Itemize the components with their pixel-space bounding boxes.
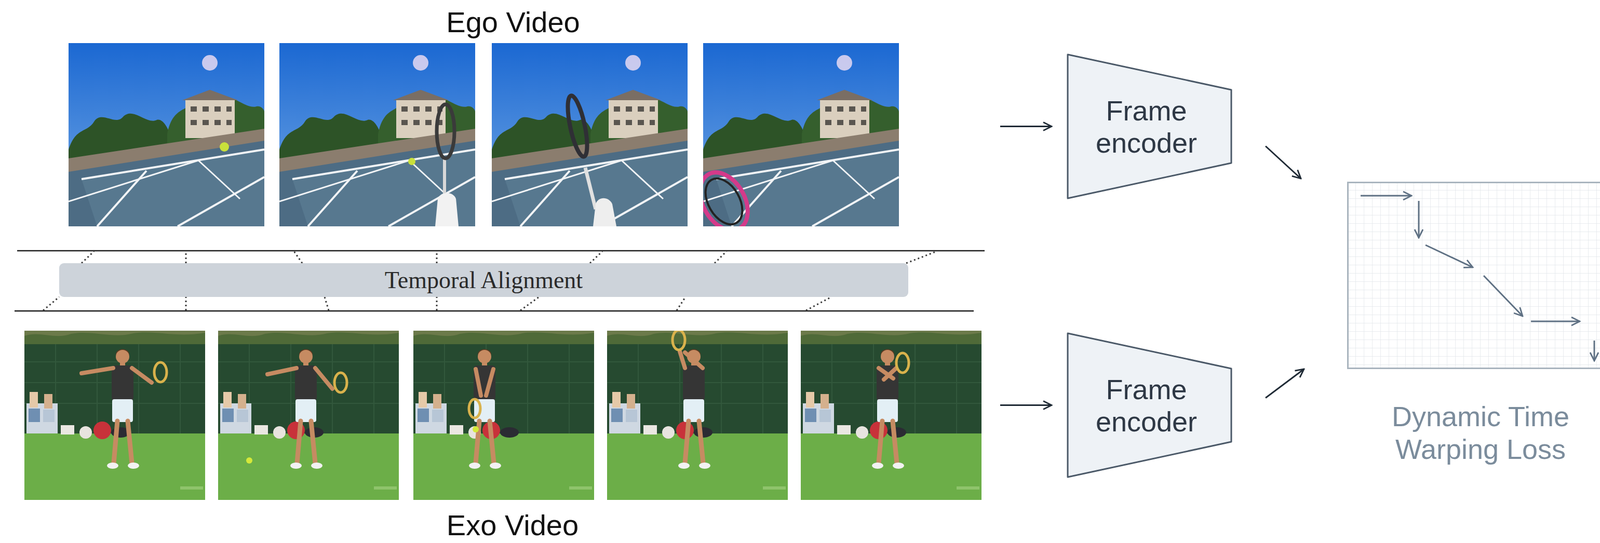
video-strip: Ego Video bbox=[59, 5, 1001, 229]
video-frames-illustration-part-part bbox=[468, 399, 481, 419]
video-frames-illustration-part-part bbox=[279, 43, 476, 227]
video-title: Exo Video bbox=[19, 508, 1006, 543]
video-frames-illustration-part bbox=[800, 330, 982, 501]
video-frames-illustration-part-part bbox=[906, 251, 937, 264]
video-frames-illustration-part-part bbox=[703, 171, 750, 227]
dtw-grid-box: Dynamic Time Warping Loss bbox=[1347, 181, 1600, 370]
video-frames-illustration-part-part bbox=[703, 43, 899, 227]
video-frames-illustration-part-part bbox=[218, 330, 399, 501]
dtw-grid-part bbox=[1425, 245, 1473, 268]
video-frames-illustration-part bbox=[24, 330, 206, 501]
video-frames-illustration-part-part bbox=[68, 43, 265, 227]
dtw-grid-part bbox=[1347, 181, 1600, 370]
video-frames-illustration-part-part bbox=[800, 330, 982, 501]
video-frames-illustration-part bbox=[43, 251, 937, 311]
video-frames-illustration-part-part bbox=[24, 330, 206, 501]
video-frames-illustration-part-part bbox=[883, 368, 897, 380]
loss-label: Dynamic Time Warping Loss bbox=[1371, 400, 1590, 466]
video-frames-illustration-part-part bbox=[413, 330, 595, 501]
video-frames-illustration-part-part bbox=[607, 330, 788, 501]
video-frames-illustration-part-part bbox=[593, 198, 617, 227]
video-frames-illustration-part-part bbox=[185, 251, 187, 264]
video-frames-illustration-part bbox=[17, 250, 985, 252]
video-frames-illustration-part-part bbox=[678, 349, 711, 470]
video-frames-illustration-part bbox=[218, 330, 399, 501]
dtw-grid-part bbox=[1348, 182, 1600, 369]
video-frames-illustration-part bbox=[14, 310, 974, 313]
video-frames-illustration-part-part bbox=[468, 349, 502, 470]
alignment-band: Temporal Alignment bbox=[59, 263, 909, 298]
video-frames-illustration-part-part bbox=[436, 251, 438, 264]
video-frames-illustration-part-part bbox=[805, 297, 832, 311]
video-frames-illustration-part-part bbox=[267, 368, 297, 375]
video-frames-illustration-part-part bbox=[672, 330, 685, 351]
video-frames-illustration-part-part bbox=[436, 297, 438, 311]
encoder-trapezoid: Frame encoder bbox=[1066, 331, 1233, 479]
video-frames-illustration-part-part bbox=[43, 297, 60, 311]
video-frames-illustration-part-part bbox=[81, 368, 114, 374]
video-frames-illustration-part-part bbox=[896, 353, 909, 373]
video-frames-illustration-part-part bbox=[676, 297, 686, 311]
video-frames-illustration-part-part bbox=[703, 164, 758, 227]
video-strip: Exo Video bbox=[14, 324, 1001, 543]
video-frames-illustration-part bbox=[491, 43, 688, 227]
video-frames-illustration-part-part bbox=[486, 369, 494, 396]
video-frames-illustration-part-part bbox=[442, 157, 447, 199]
video-frames-illustration-part-part bbox=[491, 43, 688, 227]
trapezoid-shape bbox=[1067, 333, 1232, 478]
flow-arrow bbox=[1265, 146, 1301, 180]
trapezoid-shape bbox=[1067, 54, 1232, 199]
video-frames-illustration-part-part bbox=[131, 368, 152, 383]
video-frames-illustration-part bbox=[413, 330, 595, 501]
dtw-grid-part bbox=[1360, 195, 1412, 197]
video-frames-illustration-part-part bbox=[585, 167, 596, 210]
dtw-grid-part bbox=[1418, 200, 1420, 238]
video-frames-illustration-part-part bbox=[589, 251, 603, 264]
video-frames-illustration-part-part bbox=[219, 142, 230, 152]
video-frames-illustration-part-part bbox=[435, 193, 459, 227]
video-frames-illustration-part bbox=[703, 43, 899, 227]
video-frames-illustration-part-part bbox=[871, 349, 905, 470]
trapezoid-outline bbox=[1066, 331, 1233, 479]
video-frames-illustration-part-part bbox=[475, 369, 481, 396]
flow-arrow bbox=[1265, 369, 1304, 399]
dtw-grid-part bbox=[1530, 320, 1580, 323]
flow-arrow bbox=[1000, 125, 1052, 128]
video-frames-illustration-part-part bbox=[714, 251, 727, 264]
video-frames-illustration-part-part bbox=[472, 426, 479, 433]
video-title: Ego Video bbox=[42, 5, 984, 40]
box-label: Frame encoder bbox=[1084, 94, 1209, 159]
video-frames-illustration-part bbox=[607, 330, 788, 501]
dtw-grid-part bbox=[1593, 340, 1596, 361]
box-label: Temporal Alignment bbox=[384, 266, 583, 295]
trapezoid-outline bbox=[1066, 52, 1233, 200]
video-frames-illustration-part-part bbox=[154, 362, 167, 383]
video-frames-illustration-part bbox=[279, 43, 476, 227]
video-frames-illustration-part-part bbox=[684, 352, 703, 369]
video-frames-illustration-part-part bbox=[408, 157, 416, 166]
video-frames-illustration-part-part bbox=[563, 93, 591, 158]
video-frames-illustration-part-part bbox=[185, 297, 187, 311]
video-frames-illustration-part-part bbox=[334, 372, 347, 393]
video-frames-illustration-part-part bbox=[81, 251, 94, 264]
video-frames-illustration-part bbox=[68, 43, 265, 227]
video-frames-illustration-part-part bbox=[293, 251, 303, 264]
video-frames-illustration-part-part bbox=[324, 297, 329, 311]
video-frames-illustration-part-part bbox=[315, 368, 333, 389]
box-label: Frame encoder bbox=[1084, 373, 1209, 438]
video-frames-illustration-part-part bbox=[520, 297, 540, 311]
video-frames-illustration-part-part bbox=[436, 104, 455, 159]
dtw-grid bbox=[1347, 181, 1600, 370]
video-frames-illustration-part-part bbox=[246, 457, 253, 464]
dtw-grid-part bbox=[1483, 275, 1523, 317]
flow-arrow bbox=[1000, 404, 1052, 407]
encoder-trapezoid: Frame encoder bbox=[1066, 52, 1233, 200]
